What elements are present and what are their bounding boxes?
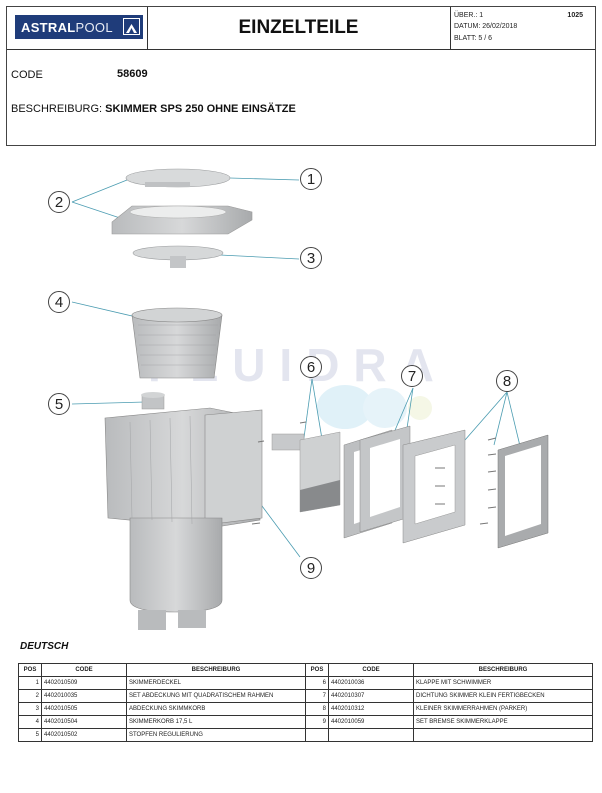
desc-cell: SKIMMERKORB 17,5 L <box>126 715 306 729</box>
col-code: CODE <box>328 663 414 677</box>
logo-text-bold: ASTRAL <box>21 19 76 35</box>
callout-6: 6 <box>300 356 322 378</box>
callout-7: 7 <box>401 365 423 387</box>
code-label: CODE <box>11 69 43 81</box>
code-cell: 4402010312 <box>328 702 414 716</box>
desc-cell: KLEINER SKIMMERRAHMEN (PARKER) <box>413 702 593 716</box>
callout-2: 2 <box>48 191 70 213</box>
callout-3: 3 <box>300 247 322 269</box>
table-header-row: POS CODE BESCHREIBURG POS CODE BESCHREIB… <box>18 663 593 677</box>
callout-1: 1 <box>300 168 322 190</box>
pos-cell: 3 <box>18 702 42 716</box>
meta-blatt: BLATT: 5 / 6 <box>454 35 492 42</box>
desc-cell: SET BREMSE SKIMMERKLAPPE <box>413 715 593 729</box>
code-cell: 4402010035 <box>41 689 127 703</box>
desc-cell: STOPFEN REGULIERUNG <box>126 728 306 742</box>
desc-cell: SKIMMERDECKEL <box>126 676 306 690</box>
col-desc: BESCHREIBURG <box>126 663 306 677</box>
desc-cell: DICHTUNG SKIMMER KLEIN FERTIGBECKEN <box>413 689 593 703</box>
code-cell: 4402010509 <box>41 676 127 690</box>
code-value: 58609 <box>117 68 148 80</box>
parts-table: POS CODE BESCHREIBURG POS CODE BESCHREIB… <box>18 663 593 742</box>
callout-8: 8 <box>496 370 518 392</box>
col-pos: POS <box>305 663 329 677</box>
skimmer-drawing <box>71 168 549 630</box>
table-row: 1 4402010509 SKIMMERDECKEL 6 4402010036 … <box>18 676 593 690</box>
pos-cell: 6 <box>305 676 329 690</box>
meta-datum: DATUM: 26/02/2018 <box>454 23 518 30</box>
pos-cell: 8 <box>305 702 329 716</box>
col-desc: BESCHREIBURG <box>413 663 593 677</box>
desc-cell: ABDECKUNG SKIMMKORB <box>126 702 306 716</box>
code-cell: 4402010502 <box>41 728 127 742</box>
astralpool-mark-icon <box>123 18 140 35</box>
code-cell: 4402010504 <box>41 715 127 729</box>
exploded-diagram: FLUIDRA <box>0 150 602 630</box>
document-meta: ÜBER.: 1 DATUM: 26/02/2018 BLATT: 5 / 6 … <box>451 7 595 49</box>
document-title: EINZELTEILE <box>147 7 451 49</box>
callout-9: 9 <box>300 557 322 579</box>
callout-5: 5 <box>48 393 70 415</box>
code-cell <box>328 728 414 742</box>
pos-cell: 1 <box>18 676 42 690</box>
table-row: 2 4402010035 SET ABDECKUNG MIT QUADRATIS… <box>18 689 593 703</box>
table-row: 3 4402010505 ABDECKUNG SKIMMKORB 8 44020… <box>18 702 593 716</box>
code-cell: 4402010059 <box>328 715 414 729</box>
desc-cell: SET ABDECKUNG MIT QUADRATISCHEM RAHMEN <box>126 689 306 703</box>
pos-cell: 7 <box>305 689 329 703</box>
meta-uber: ÜBER.: 1 <box>454 12 484 19</box>
desc-cell: KLAPPE MIT SCHWIMMER <box>413 676 593 690</box>
pos-cell: 4 <box>18 715 42 729</box>
code-cell: 4402010036 <box>328 676 414 690</box>
pos-cell: 2 <box>18 689 42 703</box>
desc-cell <box>413 728 593 742</box>
logo-text-light: POOL <box>75 19 113 35</box>
col-code: CODE <box>41 663 127 677</box>
col-pos: POS <box>18 663 42 677</box>
description: BESCHREIBURG: SKIMMER SPS 250 OHNE EINSÄ… <box>11 103 296 115</box>
pos-cell <box>305 728 329 742</box>
language-heading: DEUTSCH <box>20 641 69 652</box>
code-cell: 4402010307 <box>328 689 414 703</box>
meta-number: 1025 <box>567 12 583 19</box>
code-cell: 4402010505 <box>41 702 127 716</box>
pos-cell: 5 <box>18 728 42 742</box>
callout-4: 4 <box>48 291 70 313</box>
description-value: SKIMMER SPS 250 OHNE EINSÄTZE <box>105 103 296 115</box>
table-row: 4 4402010504 SKIMMERKORB 17,5 L 9 440201… <box>18 715 593 729</box>
table-row: 5 4402010502 STOPFEN REGULIERUNG <box>18 728 593 742</box>
pos-cell: 9 <box>305 715 329 729</box>
description-label: BESCHREIBURG: <box>11 103 103 115</box>
